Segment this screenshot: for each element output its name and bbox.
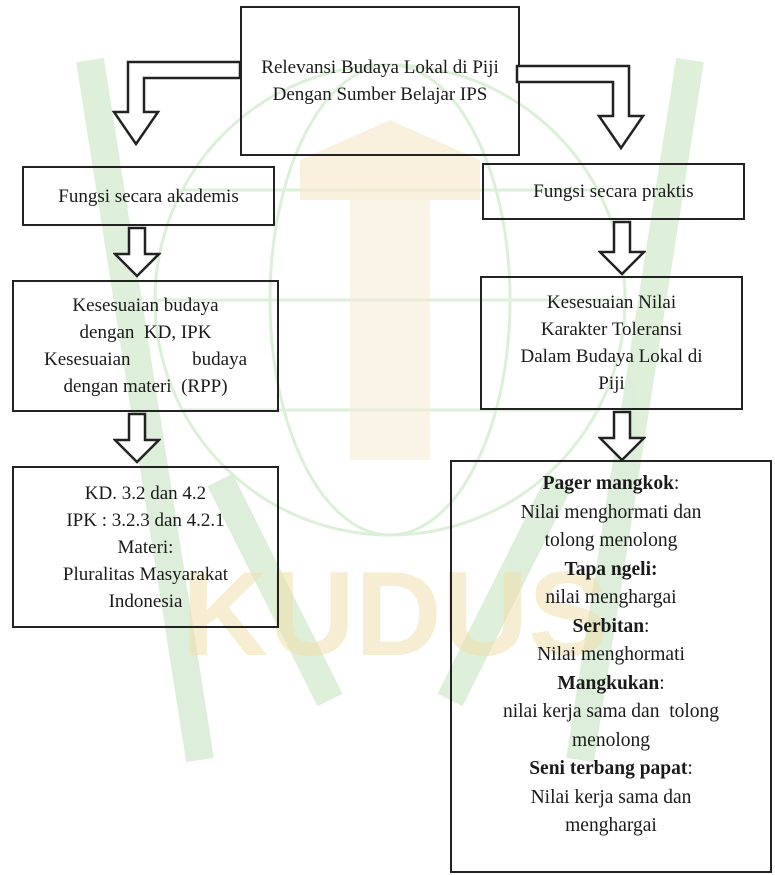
box-kesesuaian-nilai: Kesesuaian Nilai Karakter Toleransi Dala… bbox=[480, 276, 743, 410]
nilai-sep: : bbox=[659, 672, 665, 694]
nilai-name: Pager mangkok bbox=[542, 473, 674, 494]
nilai-title-pager-mangkok: Pager mangkok: bbox=[543, 470, 680, 499]
nilai-sep: : bbox=[673, 473, 680, 494]
root-text: Relevansi Budaya Lokal di Piji Dengan Su… bbox=[261, 57, 499, 105]
box-kd-ipk-materi: KD. 3.2 dan 4.2 IPK : 3.2.3 dan 4.2.1 Ma… bbox=[12, 466, 279, 628]
arrow-budaya-down bbox=[113, 412, 161, 464]
nilai-desc: menolong bbox=[572, 729, 650, 751]
box-fungsi-praktis: Fungsi secara praktis bbox=[482, 163, 745, 220]
box-relevansi-budaya-lokal: Relevansi Budaya Lokal di Piji Dengan Su… bbox=[240, 6, 520, 156]
nilai-sep: : bbox=[644, 615, 650, 637]
kesesuaian-budaya-line-2: dengan KD, IPK bbox=[79, 322, 212, 343]
nilai-desc: menghargai bbox=[565, 815, 657, 836]
kesesuaian-nilai-line-1: Kesesuaian Nilai bbox=[546, 292, 677, 313]
fungsi-akademis-label: Fungsi secara akademis bbox=[58, 185, 239, 207]
arrow-root-to-right bbox=[515, 64, 660, 154]
kd-line-2: IPK : 3.2.3 dan 4.2.1 bbox=[66, 509, 225, 531]
kesesuaian-budaya-line-4: dengan materi (RPP) bbox=[63, 376, 228, 397]
nilai-desc: nilai kerja sama dan tolong bbox=[502, 701, 720, 722]
kd-line-3: Materi: bbox=[117, 536, 174, 558]
arrow-root-to-left bbox=[100, 60, 245, 150]
kesesuaian-nilai-line-4: Piji bbox=[598, 373, 625, 394]
kd-line-1: KD. 3.2 dan 4.2 bbox=[84, 482, 207, 504]
nilai-sep: : bbox=[687, 758, 693, 779]
kd-line-5: Indonesia bbox=[108, 590, 183, 612]
nilai-desc: tolong menolong bbox=[544, 530, 678, 551]
kesesuaian-nilai-line-2: Karakter Toleransi bbox=[540, 319, 683, 340]
nilai-name: Seni terbang papat bbox=[529, 758, 688, 779]
fungsi-praktis-label: Fungsi secara praktis bbox=[533, 181, 694, 202]
kesesuaian-budaya-line-3: Kesesuaian budaya bbox=[44, 349, 247, 370]
nilai-title-mangkukan: Mangkukan: bbox=[557, 670, 664, 699]
box-nilai-budaya-lokal: Pager mangkok: Nilai menghormati dan tol… bbox=[450, 460, 772, 873]
arrow-akademis-down bbox=[113, 226, 161, 278]
box-kesesuaian-budaya: Kesesuaian budaya dengan KD, IPK Kesesua… bbox=[12, 280, 279, 412]
nilai-desc: Nilai kerja sama dan bbox=[530, 786, 692, 808]
nilai-title-seni-terbang-papat: Seni terbang papat: bbox=[529, 755, 693, 784]
kesesuaian-nilai-line-3: Dalam Budaya Lokal di bbox=[520, 346, 703, 367]
arrow-nilai-down bbox=[598, 410, 646, 462]
nilai-name: Mangkukan bbox=[557, 672, 660, 694]
arrow-praktis-down bbox=[598, 220, 646, 276]
nilai-title-serbitan: Serbitan: bbox=[573, 613, 650, 642]
nilai-title-tapa-ngeli: Tapa ngeli: bbox=[564, 556, 657, 585]
nilai-desc: Nilai menghormati dan bbox=[520, 501, 702, 523]
nilai-name: Tapa ngeli: bbox=[564, 558, 658, 580]
box-fungsi-akademis: Fungsi secara akademis bbox=[22, 166, 275, 226]
kesesuaian-budaya-line-1: Kesesuaian budaya bbox=[72, 295, 219, 316]
kd-line-4: Pluralitas Masyarakat bbox=[62, 563, 229, 585]
nilai-desc: Nilai menghormati bbox=[537, 644, 685, 665]
nilai-desc: nilai menghargai bbox=[545, 587, 677, 608]
nilai-name: Serbitan bbox=[572, 615, 645, 637]
